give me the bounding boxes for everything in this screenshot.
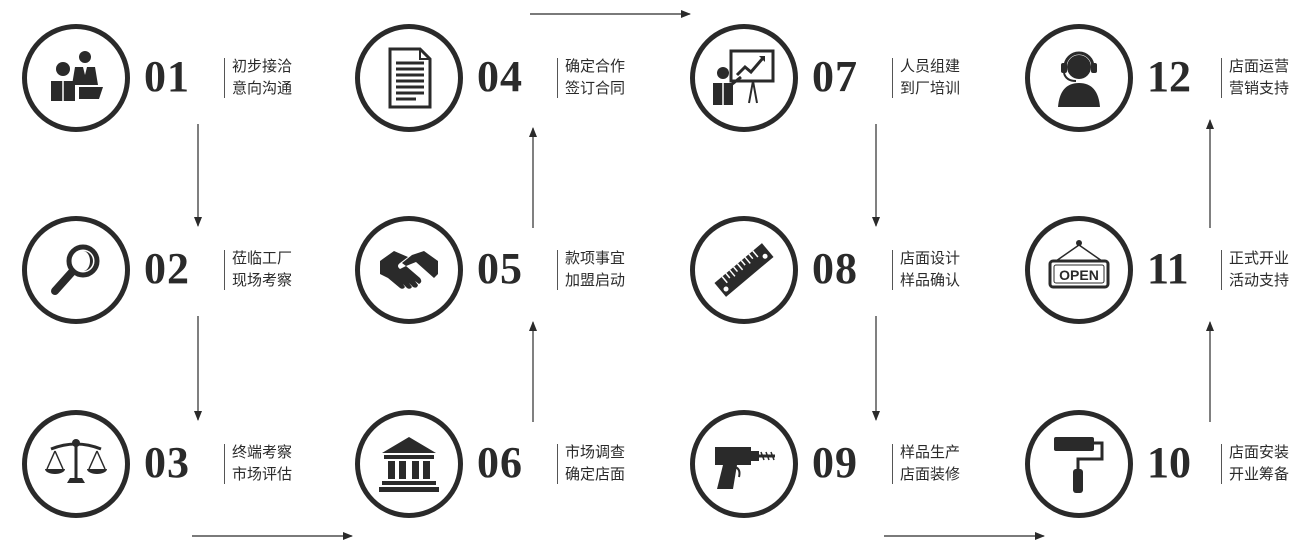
step-text: 店面安装开业筹备	[1229, 442, 1289, 486]
step-line-2: 市场评估	[232, 466, 293, 483]
step-text: 初步接洽意向沟通	[232, 56, 292, 100]
step-line-1: 人员组建	[900, 58, 961, 75]
step-line-1: 确定合作	[565, 58, 626, 75]
step-divider	[557, 58, 558, 98]
open-sign-icon: OPEN	[1048, 240, 1110, 289]
step-divider	[1221, 58, 1222, 98]
step-02: 02 莅临工厂现场考察	[22, 216, 292, 336]
step-number: 07	[812, 52, 858, 101]
step-divider	[1221, 250, 1222, 290]
step-line-2: 确定店面	[565, 466, 626, 483]
step-divider	[224, 250, 225, 290]
power-drill-icon	[715, 447, 775, 489]
step-icon-circle	[355, 24, 463, 132]
step-08: 08 店面设计样品确认	[690, 216, 960, 336]
step-divider	[892, 250, 893, 290]
step-06: 06 市场调查确定店面	[355, 410, 625, 530]
step-12: 12 店面运营营销支持	[1025, 24, 1289, 144]
step-line-1: 莅临工厂	[232, 250, 293, 267]
step-number: 08	[812, 244, 858, 293]
step-line-1: 店面设计	[900, 250, 961, 267]
step-number: 10	[1147, 438, 1191, 487]
step-line-2: 意向沟通	[232, 80, 293, 97]
step-line-2: 现场考察	[232, 272, 293, 289]
step-text: 款项事宜加盟启动	[565, 248, 625, 292]
step-line-2: 活动支持	[1229, 272, 1290, 289]
step-line-2: 开业筹备	[1229, 466, 1290, 483]
step-divider	[224, 58, 225, 98]
bank-building-icon	[379, 437, 439, 492]
contract-document-icon	[388, 47, 432, 109]
step-number: 03	[144, 438, 190, 487]
step-icon-circle	[355, 216, 463, 324]
handshake-icon	[380, 251, 438, 289]
step-icon-circle	[22, 216, 130, 324]
step-09: 09 样品生产店面装修	[690, 410, 960, 530]
step-icon-circle	[22, 24, 130, 132]
step-line-2: 样品确认	[900, 272, 961, 289]
step-line-1: 款项事宜	[565, 250, 626, 267]
step-text: 样品生产店面装修	[900, 442, 960, 486]
step-divider	[557, 444, 558, 484]
step-line-1: 市场调查	[565, 444, 626, 461]
step-icon-circle	[355, 410, 463, 518]
step-divider	[892, 444, 893, 484]
step-icon-circle	[22, 410, 130, 518]
step-line-2: 到厂培训	[900, 80, 961, 97]
step-divider	[1221, 444, 1222, 484]
step-number: 09	[812, 438, 858, 487]
step-line-1: 样品生产	[900, 444, 961, 461]
step-number: 04	[477, 52, 523, 101]
step-number: 12	[1147, 52, 1191, 101]
step-10: 10 店面安装开业筹备	[1025, 410, 1289, 530]
step-04: 04 确定合作签订合同	[355, 24, 625, 144]
step-icon-circle	[690, 216, 798, 324]
step-line-1: 初步接洽	[232, 58, 293, 75]
step-divider	[892, 58, 893, 98]
step-line-1: 店面运营	[1229, 58, 1290, 75]
step-line-2: 营销支持	[1229, 80, 1290, 97]
step-05: 05 款项事宜加盟启动	[355, 216, 625, 336]
step-divider	[557, 250, 558, 290]
step-text: 市场调查确定店面	[565, 442, 625, 486]
step-number: 11	[1147, 244, 1189, 293]
step-01: 01 初步接洽意向沟通	[22, 24, 292, 144]
step-number: 06	[477, 438, 523, 487]
flow-arrows	[192, 10, 1214, 540]
step-text: 确定合作签订合同	[565, 56, 625, 100]
step-icon-circle	[1025, 410, 1133, 518]
step-number: 01	[144, 52, 190, 101]
step-line-2: 加盟启动	[565, 272, 626, 289]
step-icon-circle	[1025, 24, 1133, 132]
ruler-icon	[714, 243, 774, 297]
step-number: 02	[144, 244, 190, 293]
business-meeting-icon	[51, 51, 103, 101]
step-icon-circle	[690, 410, 798, 518]
headset-operator-icon	[1058, 51, 1100, 107]
step-text: 终端考察市场评估	[232, 442, 292, 486]
magnifier-icon	[51, 244, 100, 295]
step-text: 店面设计样品确认	[900, 248, 960, 292]
step-line-2: 签订合同	[565, 80, 626, 97]
step-text: 人员组建到厂培训	[900, 56, 960, 100]
step-icon-circle: OPEN	[1025, 216, 1133, 324]
step-line-1: 正式开业	[1229, 250, 1290, 267]
step-number: 05	[477, 244, 523, 293]
open-sign-label: OPEN	[1059, 267, 1099, 283]
step-line-1: 终端考察	[232, 444, 293, 461]
step-divider	[224, 444, 225, 484]
step-icon-circle	[690, 24, 798, 132]
step-03: 03 终端考察市场评估	[22, 410, 292, 530]
step-line-2: 店面装修	[900, 466, 961, 483]
step-11: OPEN 11 正式开业活动支持	[1025, 216, 1289, 336]
step-text: 店面运营营销支持	[1229, 56, 1289, 100]
step-07: 07 人员组建到厂培训	[690, 24, 960, 144]
step-text: 正式开业活动支持	[1229, 248, 1289, 292]
paint-roller-icon	[1054, 437, 1104, 493]
presentation-board-icon	[713, 49, 775, 105]
balance-scale-icon	[45, 439, 107, 483]
step-text: 莅临工厂现场考察	[232, 248, 292, 292]
step-line-1: 店面安装	[1229, 444, 1290, 461]
